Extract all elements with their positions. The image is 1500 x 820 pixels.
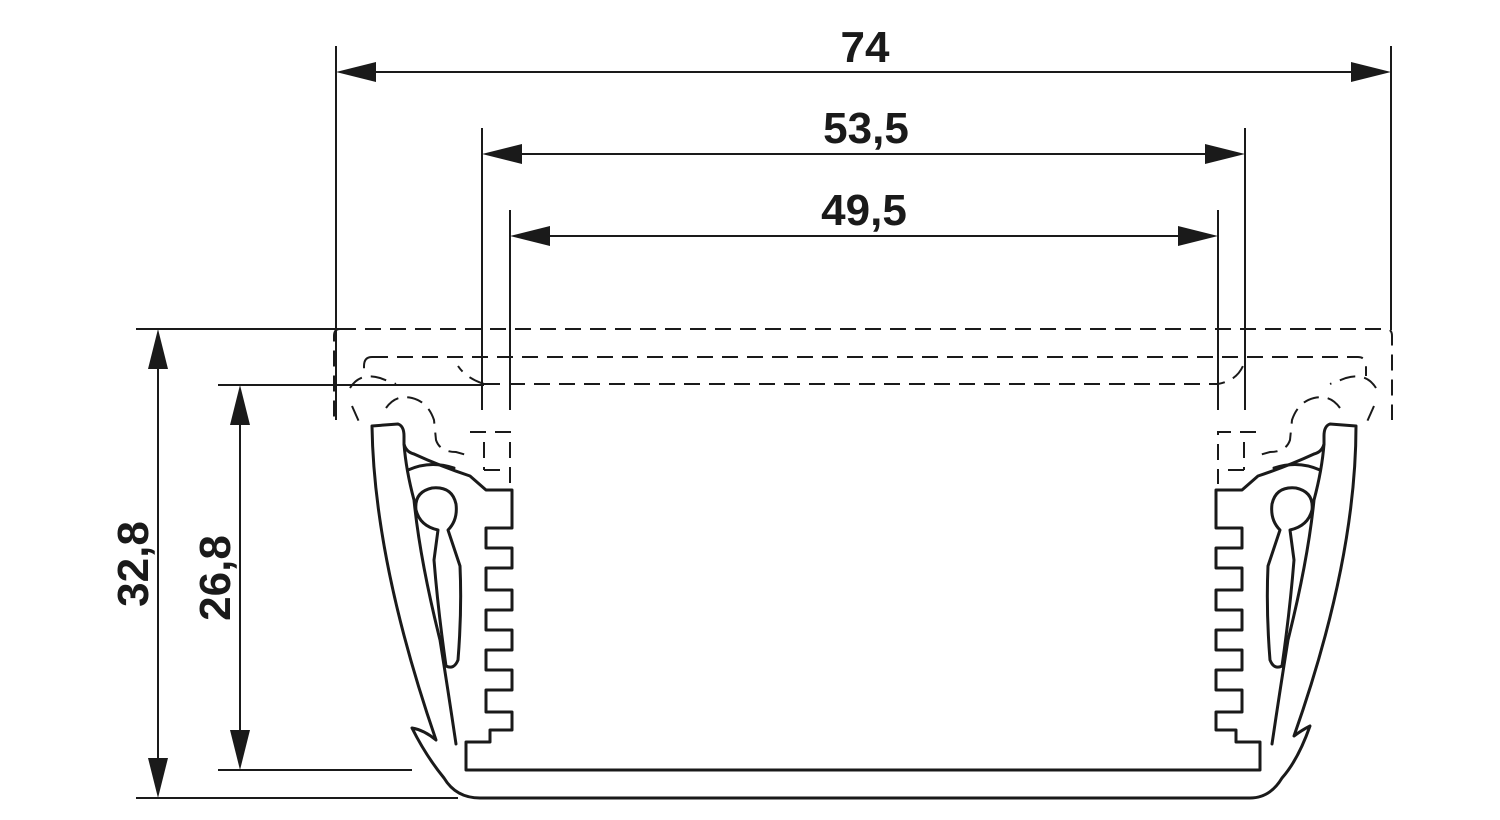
dimension-label-49-5: 49,5 <box>821 186 907 235</box>
dimension-label-53-5: 53,5 <box>823 104 909 153</box>
housing-profile <box>370 422 1358 800</box>
cover-left-hook <box>349 375 397 389</box>
dimension-53-5: 53,5 <box>481 104 1246 410</box>
arrowhead-top-32-8 <box>148 329 168 369</box>
arrowhead-top-26-8 <box>230 385 250 425</box>
right-wall-inner <box>1270 442 1326 746</box>
cover-left-lock <box>470 431 511 484</box>
cover-right-lock <box>1217 431 1256 484</box>
housing-outer-contour <box>370 422 1358 800</box>
dimension-label-74: 74 <box>841 23 890 72</box>
cover-lower-left-curve <box>457 365 485 385</box>
dimension-label-32-8: 32,8 <box>109 521 158 607</box>
left-snap-bump <box>406 463 456 472</box>
arrowhead-bottom-26-8 <box>230 730 250 770</box>
cover-right-hook <box>1329 375 1377 389</box>
cover-outline-dashed <box>333 328 1393 484</box>
dimension-49-5: 49,5 <box>509 186 1219 410</box>
cover-left-tab <box>351 405 361 425</box>
arrowhead-left-53-5 <box>482 144 522 164</box>
cover-outer-top <box>340 328 1393 420</box>
left-keyhole-slot <box>414 486 463 669</box>
dimension-label-26-8: 26,8 <box>191 535 240 621</box>
arrowhead-right-49-5 <box>1178 226 1218 246</box>
cover-lower-edge <box>484 359 1246 385</box>
arrowhead-right-74 <box>1351 62 1391 82</box>
arrowhead-right-53-5 <box>1205 144 1245 164</box>
cover-inner-top <box>372 356 1367 376</box>
left-wall-inner <box>402 442 458 746</box>
arrowhead-left-74 <box>336 62 376 82</box>
dimension-74: 74 <box>335 23 1392 420</box>
right-snap-bump <box>1272 463 1322 472</box>
cover-inner-left <box>363 356 373 376</box>
dimension-32-8: 32,8 <box>109 328 458 799</box>
dimension-26-8: 26,8 <box>191 384 484 771</box>
cover-right-tab <box>1365 405 1375 425</box>
cover-left-clip <box>385 396 471 457</box>
cover-outer-left <box>333 328 341 420</box>
right-keyhole-slot <box>1265 486 1314 669</box>
arrowhead-left-49-5 <box>510 226 550 246</box>
arrowhead-bottom-32-8 <box>148 758 168 798</box>
